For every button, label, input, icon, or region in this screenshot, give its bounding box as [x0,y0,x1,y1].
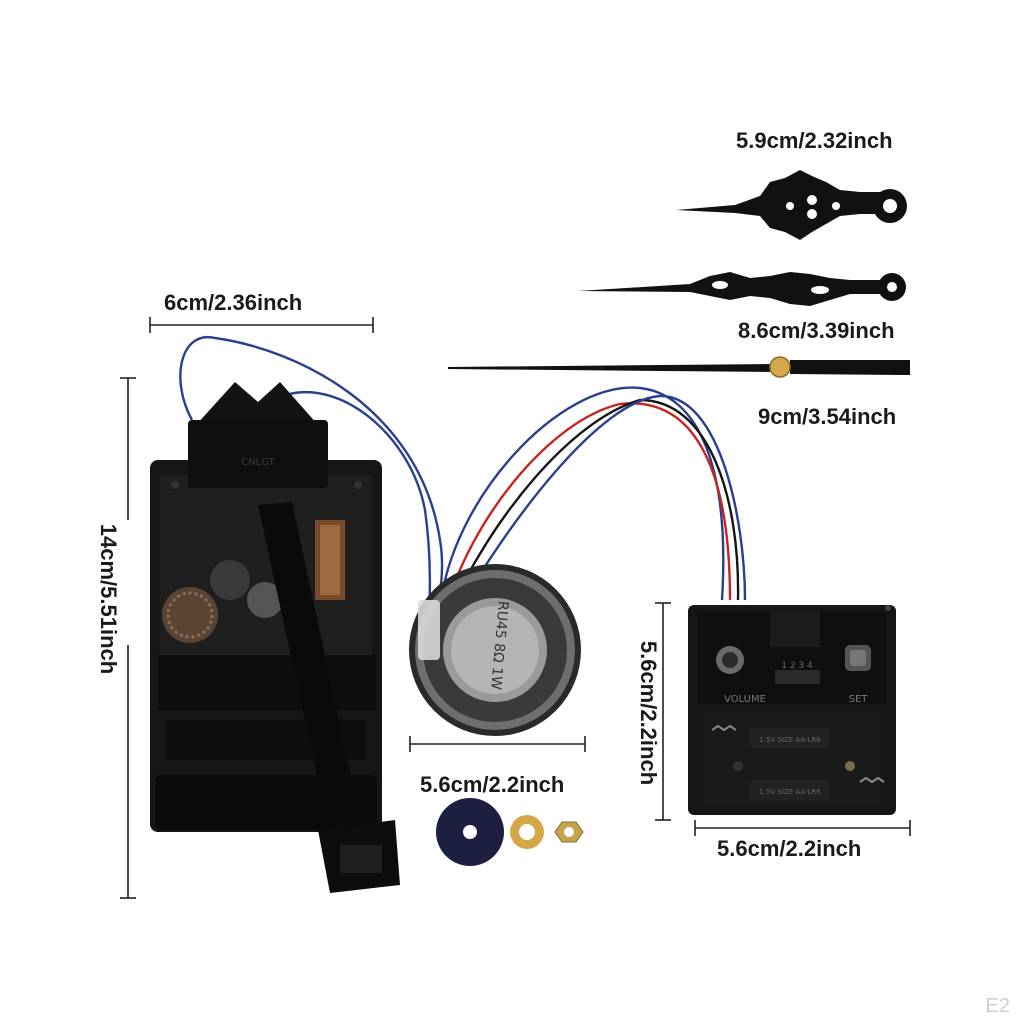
battery-label-top: 1.5V SIZE AA-LR6 [759,736,821,744]
hour-hand-dimension: 5.9cm/2.32inch [736,128,893,153]
hardware-washers [436,798,584,866]
dimension-lines [120,317,911,899]
movement-width-dimension: 6cm/2.36inch [164,290,303,315]
set-label: SET [849,694,869,705]
speaker-dimension: 5.6cm/2.2inch [420,772,565,797]
speaker-marking: RU45 8Ω 1W [487,600,511,690]
second-hand-dimension: 9cm/3.54inch [758,404,897,429]
hour-hand [676,170,907,240]
control-box-width-dimension: 5.6cm/2.2inch [717,836,862,861]
movement-height-dimension: 14cm/5.51inch [96,523,121,675]
minute-hand [578,272,906,306]
control-box-height-dimension: 5.6cm/2.2inch [636,640,661,786]
minute-hand-dimension: 8.6cm/3.39inch [738,318,895,343]
pendulum-movement: CNLGT [150,382,400,893]
switch-positions: 1 2 3 4 [781,661,813,671]
battery-label-bottom: 1.5V SIZE AA-LR6 [759,788,821,796]
volume-label: VOLUME [724,694,766,705]
speaker: RU45 8Ω 1W [409,564,581,736]
movement-brand: CNLGT [241,457,275,468]
control-box: 1 2 3 4 VOLUME SET 1.5V SIZE AA-LR6 1.5V… [688,605,896,815]
watermark: E2 [985,995,1010,1017]
second-hand [448,356,910,378]
wires [179,335,747,641]
